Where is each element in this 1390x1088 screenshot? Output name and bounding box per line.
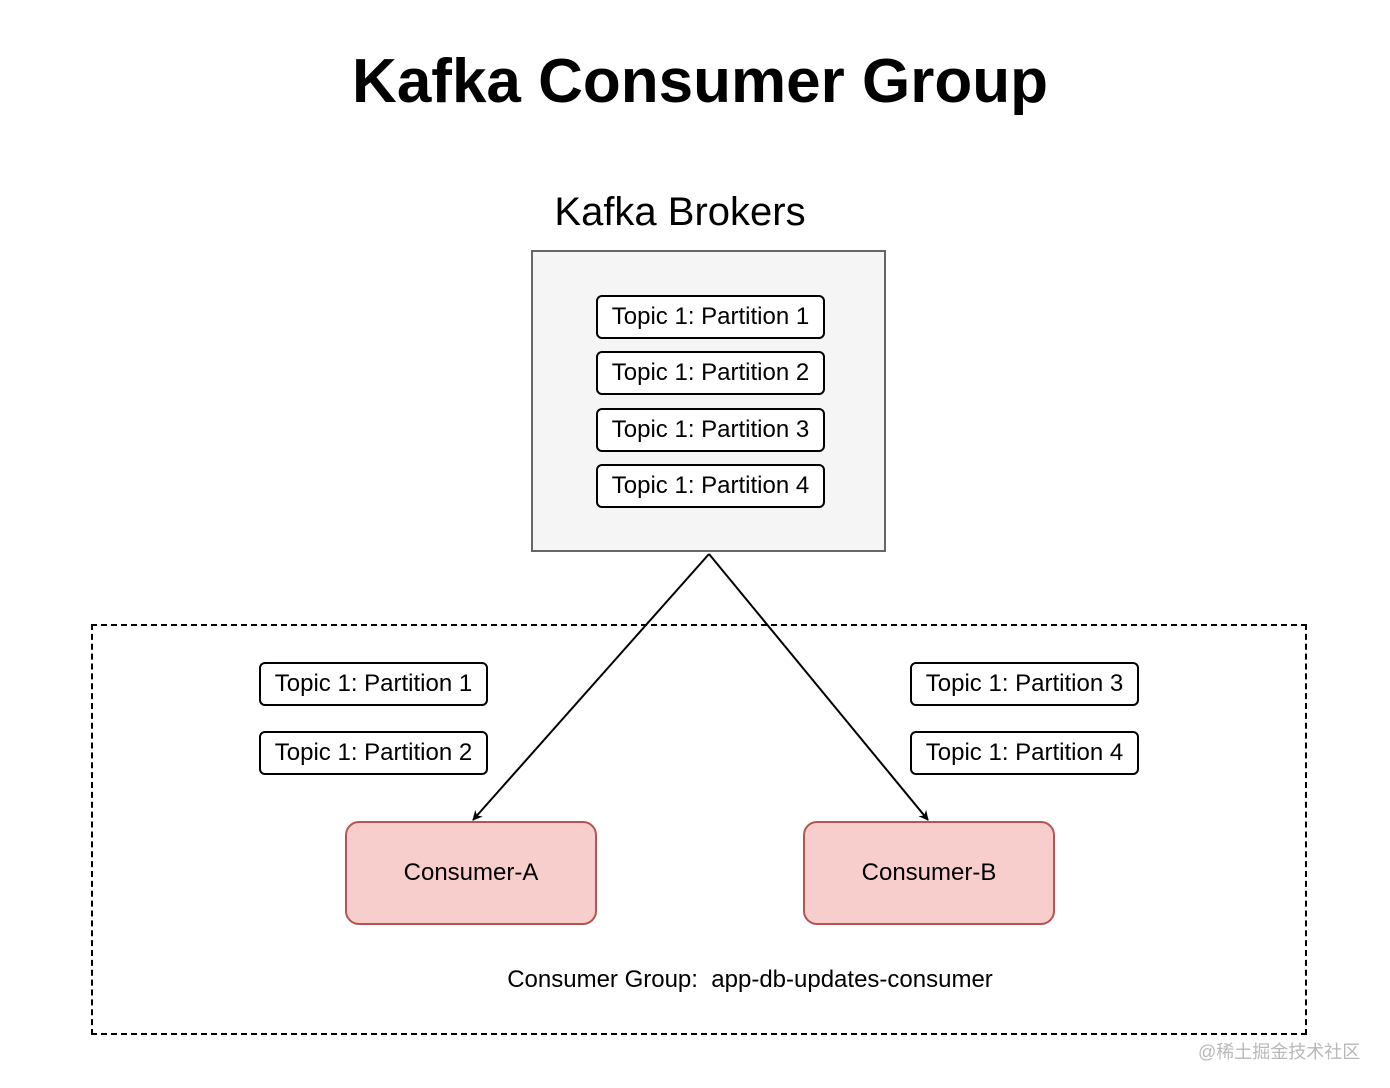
consumer-a-partition-2: Topic 1: Partition 2 — [259, 731, 488, 775]
broker-partition-2: Topic 1: Partition 2 — [596, 351, 825, 395]
broker-partition-4: Topic 1: Partition 4 — [596, 464, 825, 508]
broker-partition-1: Topic 1: Partition 1 — [596, 295, 825, 339]
consumer-a-node: Consumer-A — [345, 821, 597, 925]
consumer-a-partition-1: Topic 1: Partition 1 — [259, 662, 488, 706]
broker-partition-3: Topic 1: Partition 3 — [596, 408, 825, 452]
consumer-b-node: Consumer-B — [803, 821, 1055, 925]
consumer-b-partition-3: Topic 1: Partition 3 — [910, 662, 1139, 706]
brokers-label: Kafka Brokers — [554, 190, 806, 234]
consumer-group-box — [91, 624, 1307, 1035]
arrow-to-consumer-a — [472, 553, 710, 821]
consumer-group-label: Consumer Group: app-db-updates-consumer — [507, 966, 993, 993]
diagram-title: Kafka Consumer Group — [352, 47, 1048, 116]
watermark-text: @稀土掘金技术社区 — [1198, 1042, 1361, 1062]
consumer-b-partition-4: Topic 1: Partition 4 — [910, 731, 1139, 775]
arrow-to-consumer-b — [708, 553, 929, 821]
